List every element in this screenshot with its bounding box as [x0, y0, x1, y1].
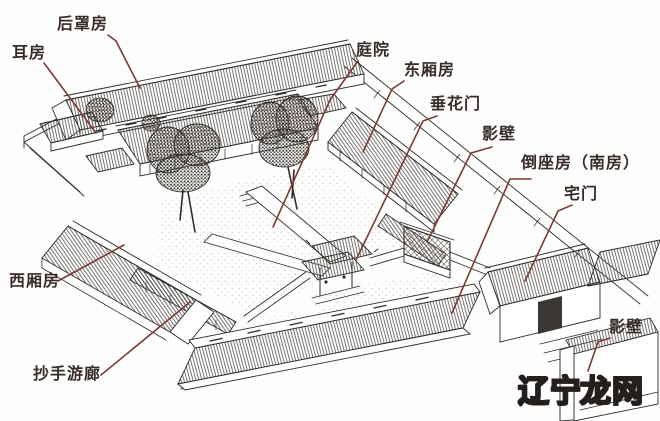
leader-houzhaofang [107, 34, 141, 89]
leader-lines [43, 34, 611, 376]
leader-zhaimen [524, 204, 573, 282]
inner-screen-wall [243, 221, 491, 323]
leader-dongxiangfang [362, 80, 405, 153]
courtyard-trees [146, 95, 319, 233]
leader-yingbi-inner [426, 146, 493, 243]
leader-tingyuan [272, 60, 359, 228]
leader-chuihuamen [355, 115, 438, 261]
west-wing [41, 220, 215, 345]
ear-rooms [39, 111, 104, 152]
south-row [177, 283, 481, 391]
courtyard-ground [156, 164, 420, 314]
leader-chaoshouyoulang [100, 301, 191, 376]
east-wing [327, 107, 463, 233]
leader-yingbi-outer [587, 337, 611, 372]
watermark-part1: 辽宁 [517, 373, 582, 410]
watermark-part2: 龙网 [579, 373, 644, 410]
outer-screen-wall [559, 317, 659, 421]
leader-xixiangfang [57, 244, 125, 282]
leader-erfang [43, 62, 97, 134]
watermark: 辽宁龙网 [517, 366, 644, 411]
leader-daozuofang [451, 178, 532, 314]
gate-house [478, 243, 607, 363]
south-row-east [587, 239, 660, 287]
